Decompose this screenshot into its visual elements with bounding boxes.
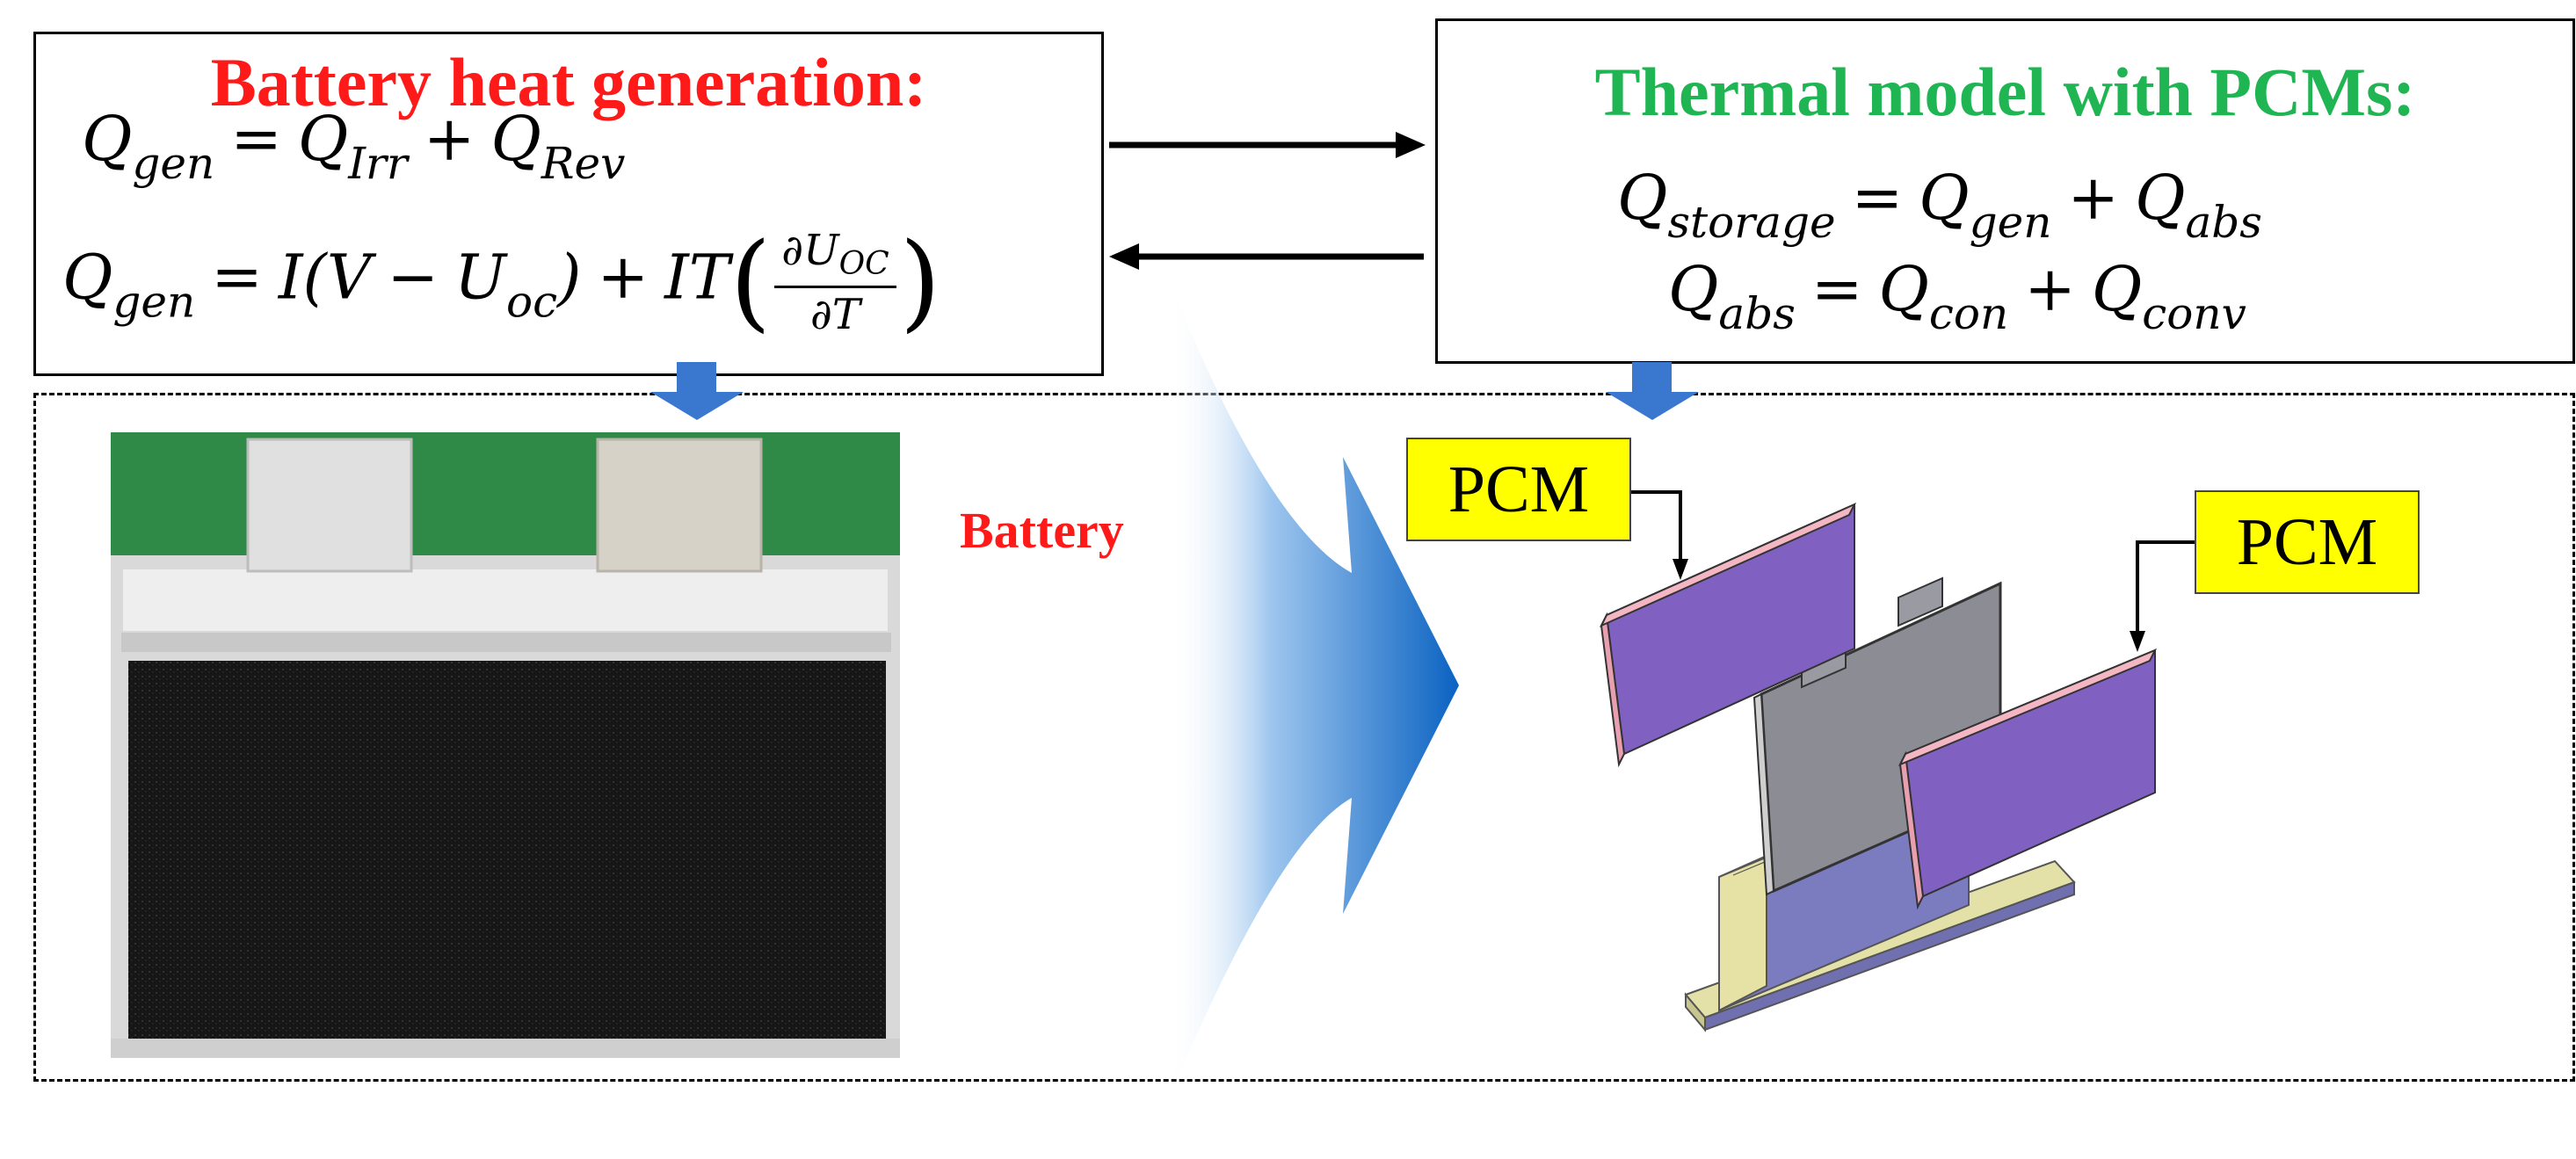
eq-symbol: Q bbox=[1919, 162, 1970, 234]
eq-subscript: abs bbox=[2185, 197, 2262, 248]
eq-subscript: OC bbox=[838, 245, 889, 282]
pcm-label: PCM bbox=[1406, 438, 1631, 541]
eq-symbol: Q bbox=[2135, 162, 2186, 234]
thermal-model-equation-2: Qabs=Qcon+Qconv bbox=[1668, 258, 2246, 336]
eq-symbol: Q bbox=[82, 103, 133, 175]
heat-generation-equation-2: Qgen=I(V−Uoc)+IT(∂UOC∂T) bbox=[62, 229, 940, 336]
eq-symbol: Q bbox=[297, 103, 349, 175]
battery-heat-generation-box: Battery heat generation: Qgen=QIrr+QRev … bbox=[33, 32, 1104, 376]
eq-operator: + bbox=[2067, 162, 2120, 234]
eq-symbol: Q bbox=[1878, 253, 1929, 325]
thermal-model-box: Thermal model with PCMs: Qstorage=Qgen+Q… bbox=[1435, 18, 2575, 364]
pcm-leader-1 bbox=[1631, 490, 1688, 580]
fraction-denominator: ∂T bbox=[810, 289, 860, 339]
feedback-arrow bbox=[1109, 243, 1424, 270]
battery-label: Battery bbox=[960, 502, 1124, 559]
pcm-leader-2 bbox=[2130, 540, 2195, 652]
eq-symbol: Q bbox=[490, 103, 541, 175]
pcm-assembly bbox=[1599, 502, 2158, 1032]
eq-operator: = bbox=[1851, 162, 1904, 234]
pcm-label: PCM bbox=[2195, 490, 2420, 594]
fraction-numerator: ∂U bbox=[781, 226, 839, 275]
eq-operator: = bbox=[1810, 253, 1863, 325]
eq-subscript: gen bbox=[132, 138, 215, 189]
thermal-model-title: Thermal model with PCMs: bbox=[1594, 54, 2416, 130]
eq-symbol: I(V bbox=[278, 241, 372, 314]
eq-subscript: oc bbox=[506, 276, 558, 328]
eq-subscript: Irr bbox=[348, 138, 408, 189]
heat-generation-equation-1: Qgen=QIrr+QRev bbox=[82, 108, 625, 185]
eq-subscript: abs bbox=[1718, 288, 1796, 339]
eq-paren: ( bbox=[729, 221, 772, 344]
eq-subscript: gen bbox=[112, 276, 196, 328]
transform-arrow-icon bbox=[1169, 279, 1459, 1098]
eq-subscript: gen bbox=[1969, 197, 2052, 248]
eq-operator: + bbox=[2024, 253, 2076, 325]
eq-operator: = bbox=[211, 241, 263, 314]
eq-symbol: Q bbox=[2091, 253, 2143, 325]
eq-subscript: con bbox=[1928, 288, 2009, 339]
eq-symbol: Q bbox=[62, 241, 113, 314]
eq-subscript: storage bbox=[1667, 197, 1836, 248]
battery-photo bbox=[111, 432, 900, 1058]
eq-symbol: Q bbox=[1617, 162, 1668, 234]
eq-subscript: Rev bbox=[541, 138, 626, 189]
forward-arrow bbox=[1109, 132, 1426, 158]
down-arrow-left-icon bbox=[650, 362, 744, 420]
dashed-lower-region bbox=[33, 393, 2575, 1082]
eq-paren: ) bbox=[899, 221, 941, 344]
eq-operator: − bbox=[387, 241, 439, 314]
eq-operator: + bbox=[423, 103, 475, 175]
battery-heat-generation-title: Battery heat generation: bbox=[210, 44, 927, 120]
eq-paren: ) bbox=[557, 241, 582, 314]
eq-operator: + bbox=[597, 241, 649, 314]
down-arrow-right-icon bbox=[1606, 362, 1699, 420]
eq-symbol: Q bbox=[1668, 253, 1719, 325]
eq-symbol: IT bbox=[664, 241, 730, 314]
eq-symbol: U bbox=[454, 241, 507, 314]
eq-operator: = bbox=[230, 103, 282, 175]
eq-subscript: conv bbox=[2142, 288, 2246, 339]
thermal-model-equation-1: Qstorage=Qgen+Qabs bbox=[1617, 167, 2262, 244]
partial-derivative-fraction: ∂UOC ∂T bbox=[774, 229, 896, 336]
